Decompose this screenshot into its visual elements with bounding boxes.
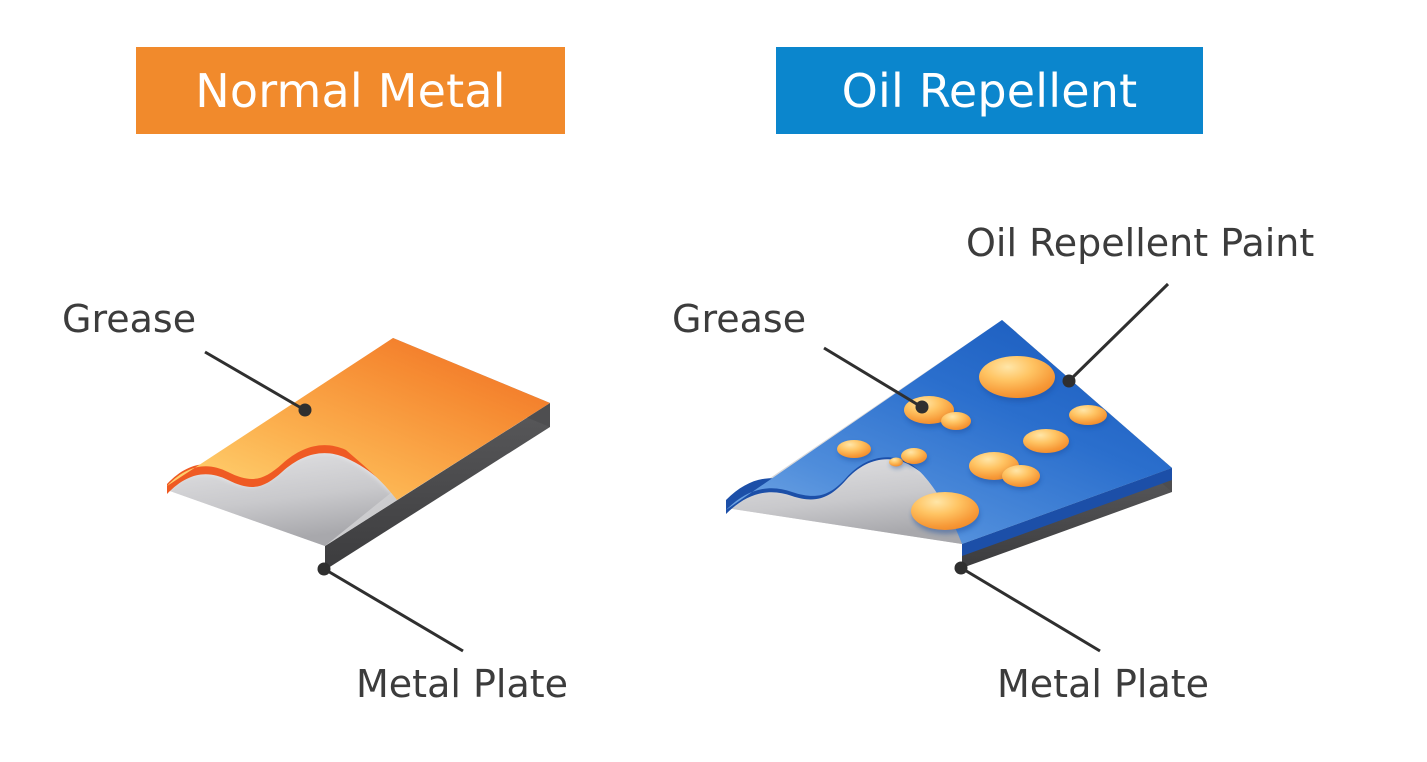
droplet-shadow <box>1003 468 1041 490</box>
droplet-pair-b <box>941 412 971 430</box>
leader-line-grease-right <box>823 346 921 408</box>
right-plate-top <box>726 320 1172 544</box>
droplet-tiny-b <box>901 448 927 464</box>
banner-oil-repellent: Oil Repellent <box>776 47 1203 134</box>
label-grease-right: Grease <box>672 297 807 341</box>
leader-dot-grease-right <box>915 400 929 414</box>
left-plate-side-right <box>393 338 550 427</box>
droplet-merged-b <box>1002 465 1040 487</box>
banner-normal-metal: Normal Metal <box>136 47 565 134</box>
right-paint-cut-edge <box>726 445 962 520</box>
left-plate-illustration <box>165 338 550 653</box>
left-plate-side-front <box>325 403 550 570</box>
droplet-merged-a <box>969 452 1019 480</box>
droplet-shadow <box>902 451 928 467</box>
droplet-shadow <box>912 496 980 534</box>
droplet-shadow <box>890 459 904 469</box>
left-exposed-metal <box>167 451 392 546</box>
label-metal-plate-right: Metal Plate <box>997 662 1210 706</box>
leader-line-grease-left <box>204 350 304 411</box>
droplet-tiny-a <box>889 457 903 467</box>
label-grease-left: Grease <box>62 297 197 341</box>
label-metal-plate-left: Metal Plate <box>356 662 569 706</box>
droplet-right-small <box>1069 405 1107 425</box>
left-plate-top <box>167 338 550 546</box>
right-plate-side-right <box>1002 320 1172 492</box>
leader-line-metal-right <box>962 567 1101 653</box>
droplet-shadow <box>838 443 872 461</box>
right-metal-highlight <box>724 453 960 511</box>
droplet-shadow <box>905 400 955 428</box>
droplet-mid-right <box>1023 429 1069 453</box>
leader-line-paint-right <box>1069 282 1170 381</box>
leader-dot-paint-right <box>1062 374 1076 388</box>
right-paint-layer <box>726 320 1172 544</box>
droplet-shadow <box>1070 408 1108 428</box>
droplet-large-bottom <box>911 492 979 530</box>
droplet-shadow <box>942 415 972 433</box>
grease-droplets <box>837 356 1108 534</box>
droplet-large-top <box>979 356 1055 398</box>
leader-dot-metal-right <box>954 561 968 575</box>
left-grease-film <box>167 338 550 500</box>
right-paint-front-edge <box>962 468 1172 556</box>
left-metal-highlight <box>165 449 394 493</box>
leader-line-metal-left <box>325 568 464 653</box>
leader-dot-metal-left <box>317 562 331 576</box>
right-plate-side-front <box>962 468 1172 568</box>
right-exposed-metal <box>726 455 962 544</box>
droplet-small-left <box>837 440 871 458</box>
label-oil-repellent-paint: Oil Repellent Paint <box>966 221 1315 265</box>
leader-dot-grease-left <box>298 403 312 417</box>
droplet-pair-a <box>904 396 954 424</box>
droplet-shadow <box>980 360 1056 402</box>
left-grease-cut-edge <box>167 443 396 496</box>
droplet-shadow <box>1024 432 1070 456</box>
droplet-shadow <box>970 456 1020 484</box>
